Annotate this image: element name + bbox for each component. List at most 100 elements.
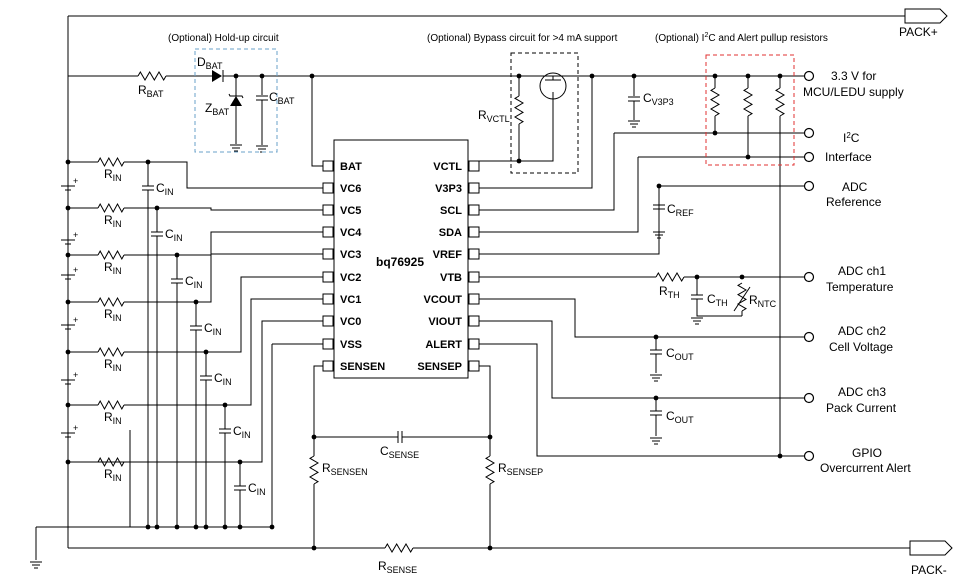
battery-plus-sign: + <box>73 423 78 433</box>
vc-route <box>225 298 323 406</box>
v3p3-route <box>479 75 593 189</box>
junction-dot <box>145 524 151 530</box>
r-vctl-label: RVCTL <box>478 108 510 124</box>
r-sense-label: RSENSE <box>378 559 417 575</box>
bat-pin-wire <box>311 76 323 167</box>
r-sensep-resistor <box>485 455 495 485</box>
ch1-label-2: Temperature <box>826 280 894 294</box>
d-bat-label: DBAT <box>197 55 223 71</box>
pack-plus-label: PACK+ <box>899 25 938 39</box>
r-in-resistor <box>97 202 125 214</box>
alert-terminal <box>803 450 815 462</box>
r-in-resistor <box>97 156 125 168</box>
c-th-label: CTH <box>707 292 728 308</box>
ic-pin-right <box>468 360 480 372</box>
r-in-label: RIN <box>104 167 122 183</box>
ic-pin-left <box>322 204 334 216</box>
pin-label-scl: SCL <box>440 205 462 217</box>
pack-current-terminal <box>803 392 815 404</box>
viout-route <box>479 320 805 399</box>
ic-pin-left <box>322 160 334 172</box>
ch2-label-1: ADC ch2 <box>838 324 886 338</box>
battery-plus-sign: + <box>73 176 78 186</box>
ch3-label-2: Pack Current <box>826 401 897 415</box>
c-v3p3-label: CV3P3 <box>643 91 674 107</box>
junction-dot <box>154 524 160 530</box>
pin-label-vctl: VCTL <box>433 161 462 173</box>
r-in-label: RIN <box>104 260 122 276</box>
pin-label-sensep: SENSEP <box>417 361 462 373</box>
pin-label-vc1: VC1 <box>340 294 361 306</box>
ntc-arrow <box>733 286 751 312</box>
vref-route <box>479 185 805 255</box>
wiring <box>35 15 910 560</box>
vc-route <box>157 207 323 211</box>
pack-minus-label: PACK- <box>911 563 947 577</box>
battery-plus-sign: + <box>73 265 78 275</box>
ic-body <box>333 139 469 379</box>
ic-pin-left <box>322 338 334 350</box>
ic-pin-left <box>322 293 334 305</box>
pullup-resistor <box>710 87 720 117</box>
junction-dot <box>237 524 243 530</box>
ic-pin-right <box>468 338 480 350</box>
i2c-pullup-header: (Optional) I2C and Alert pullup resistor… <box>655 32 828 44</box>
pin-label-v3p3: V3P3 <box>435 183 462 195</box>
r-in-label: RIN <box>104 357 122 373</box>
c-ref-label: CREF <box>667 202 694 218</box>
r-in-resistor <box>97 346 125 358</box>
bypass-header: (Optional) Bypass circuit for >4 mA supp… <box>427 33 618 44</box>
diode-icon <box>212 70 222 82</box>
junction-dot <box>203 524 209 530</box>
pack-plus-terminal <box>904 8 948 24</box>
pin-label-vcout: VCOUT <box>424 294 463 306</box>
r-bat-label: RBAT <box>138 83 164 99</box>
ic-pin-right <box>468 182 480 194</box>
c-out-label-1: COUT <box>666 346 694 362</box>
junction-dot <box>222 524 228 530</box>
pin-label-vc3: VC3 <box>340 249 361 261</box>
gpio-label-1: GPIO <box>852 446 882 460</box>
sda-route <box>479 157 639 233</box>
ic-pin-left <box>322 182 334 194</box>
components: ++++++ <box>30 8 953 569</box>
vc-route <box>206 276 323 353</box>
supply-label-2: MCU/LEDU supply <box>803 85 904 99</box>
pin-label-bat: BAT <box>340 161 362 173</box>
ch2-label-2: Cell Voltage <box>829 340 893 354</box>
z-bat-label: ZBAT <box>205 101 230 117</box>
pack-minus-terminal <box>909 540 953 556</box>
adcref-label-2: Reference <box>826 195 882 209</box>
cth-wire <box>696 299 742 317</box>
zener-diode-icon <box>228 93 244 99</box>
c-sense-label: CSENSE <box>380 444 419 460</box>
supply-terminal <box>803 70 815 82</box>
temperature-terminal <box>803 271 815 283</box>
r-ntc-thermistor <box>737 282 747 312</box>
ic-pin-right <box>468 160 480 172</box>
sensep-route <box>479 365 491 456</box>
sensen-route <box>313 365 323 456</box>
adcref-label-1: ADC <box>842 180 868 194</box>
r-in-resistor <box>97 456 125 468</box>
i2c-label-2: Interface <box>825 150 872 164</box>
i2c-pullup-box <box>705 54 795 166</box>
ic-pin-right <box>468 204 480 216</box>
pin-label-vc2: VC2 <box>340 272 361 284</box>
ic-pin-left <box>322 271 334 283</box>
pin-label-vss: VSS <box>340 339 362 351</box>
pin-label-vc5: VC5 <box>340 205 361 217</box>
supply-label-1: 3.3 V for <box>831 69 876 83</box>
r-sensen-label: RSENSEN <box>322 461 368 477</box>
junction-dot <box>193 524 199 530</box>
scl-route <box>479 133 615 211</box>
pin-label-sda: SDA <box>439 227 462 239</box>
r-sensep-label: RSENSEP <box>498 461 543 477</box>
c-in-label: CIN <box>165 227 183 243</box>
ic-pin-right <box>468 248 480 260</box>
holdup-box <box>194 48 278 153</box>
pin-label-alert: ALERT <box>425 339 462 351</box>
pullup-resistor <box>743 87 753 117</box>
r-th-resistor <box>655 272 685 282</box>
